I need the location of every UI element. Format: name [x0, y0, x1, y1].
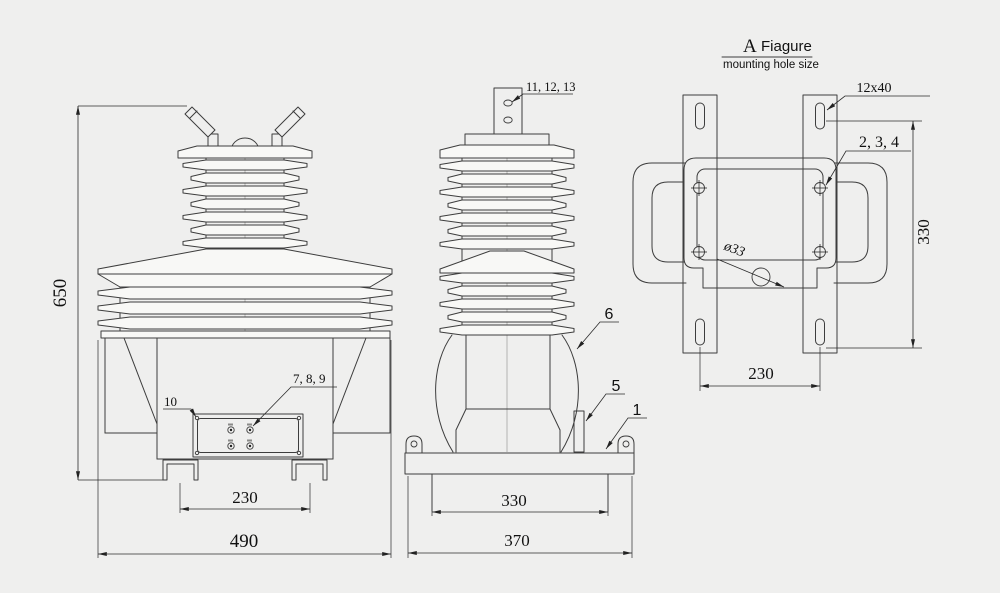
barrel-body [435, 334, 585, 453]
slot-size-label: 12x40 [826, 81, 930, 111]
bolt-hole [812, 244, 828, 260]
bolt-hole [691, 180, 707, 196]
dim-490-text: 490 [230, 531, 259, 552]
label-12x40: 12x40 [857, 81, 892, 96]
primary-terminal-prongs [184, 106, 306, 153]
top-cap-shed [177, 145, 313, 159]
mounting-plate [683, 157, 837, 289]
figure-ref-label: A [743, 36, 757, 57]
lower-skirt-stack [97, 248, 393, 339]
figure-title: A Fiagure mounting hole size [721, 36, 819, 71]
callout-789-label: 7, 8, 9 [293, 371, 326, 386]
secondary-terminal-box [192, 413, 304, 458]
callout-terminal-box: 10 [163, 394, 197, 418]
dim-650-text: 650 [50, 279, 71, 308]
box-screw [296, 415, 302, 421]
callout-base: 1 [605, 402, 647, 450]
callout-1-label: 1 [633, 402, 642, 419]
dim-foot-span-230: 230 [179, 483, 311, 513]
upper-insulator-stack [177, 145, 313, 251]
mounting-slot [815, 318, 825, 346]
lifting-handles [632, 162, 888, 284]
skirt-cone [97, 248, 393, 275]
tank-body [104, 337, 391, 460]
box-screw [194, 415, 200, 421]
callout-5-label: 5 [612, 378, 621, 395]
mounting-slot [695, 102, 705, 130]
side-base [404, 435, 635, 512]
label-d33: ø33 [721, 239, 747, 261]
nameplate-tab [573, 410, 585, 453]
callout-nameplate: 5 [585, 378, 625, 422]
figure-name-label: Fiagure [761, 38, 812, 55]
bolt-holes [691, 180, 828, 260]
callout-primary-terminal: 11, 12, 13 [511, 80, 576, 103]
callout-secondary-terminals: 7, 8, 9 [252, 371, 337, 427]
mounting-view: A Fiagure mounting hole size [632, 36, 933, 391]
box-screw [296, 450, 302, 456]
primary-terminal-tab [464, 87, 550, 146]
callout-111213-label: 11, 12, 13 [526, 80, 576, 94]
dim-370-text: 370 [504, 531, 530, 550]
figure-subtitle-label: mounting hole size [723, 59, 819, 71]
dim-hole-span-230: 230 [699, 347, 821, 391]
dim-inner-width-330: 330 [431, 491, 609, 516]
dim-overall-width-370: 370 [407, 476, 633, 558]
dim-230-text: 230 [232, 488, 258, 507]
dim-330-right-text: 330 [914, 219, 933, 245]
callout-10-label: 10 [164, 394, 177, 409]
box-screw [194, 450, 200, 456]
dim-230-right-text: 230 [748, 364, 774, 383]
front-view: 10 7, 8, 9 650 230 490 [50, 105, 393, 558]
bolt-hole [812, 180, 828, 196]
center-hole-label: ø33 [716, 239, 785, 288]
bolt-hole [691, 244, 707, 260]
mounting-slot [815, 102, 825, 130]
dim-overall-width-490: 490 [97, 340, 392, 558]
callout-6-label: 6 [605, 306, 614, 323]
callout-234-label: 2, 3, 4 [859, 134, 899, 151]
callout-insulator: 6 [576, 306, 619, 350]
mounting-slot [695, 318, 705, 346]
secondary-terminals [227, 423, 254, 450]
mounting-feet [162, 459, 328, 481]
side-view: 11, 12, 13 6 5 1 330 370 [404, 80, 647, 558]
dim-hole-span-330: 330 [826, 120, 933, 349]
dim-height-650: 650 [50, 105, 187, 481]
side-lower-stack [439, 249, 575, 336]
callout-bolt-holes: 2, 3, 4 [825, 134, 911, 186]
side-upper-stack [439, 144, 575, 251]
dim-330-text: 330 [501, 491, 527, 510]
